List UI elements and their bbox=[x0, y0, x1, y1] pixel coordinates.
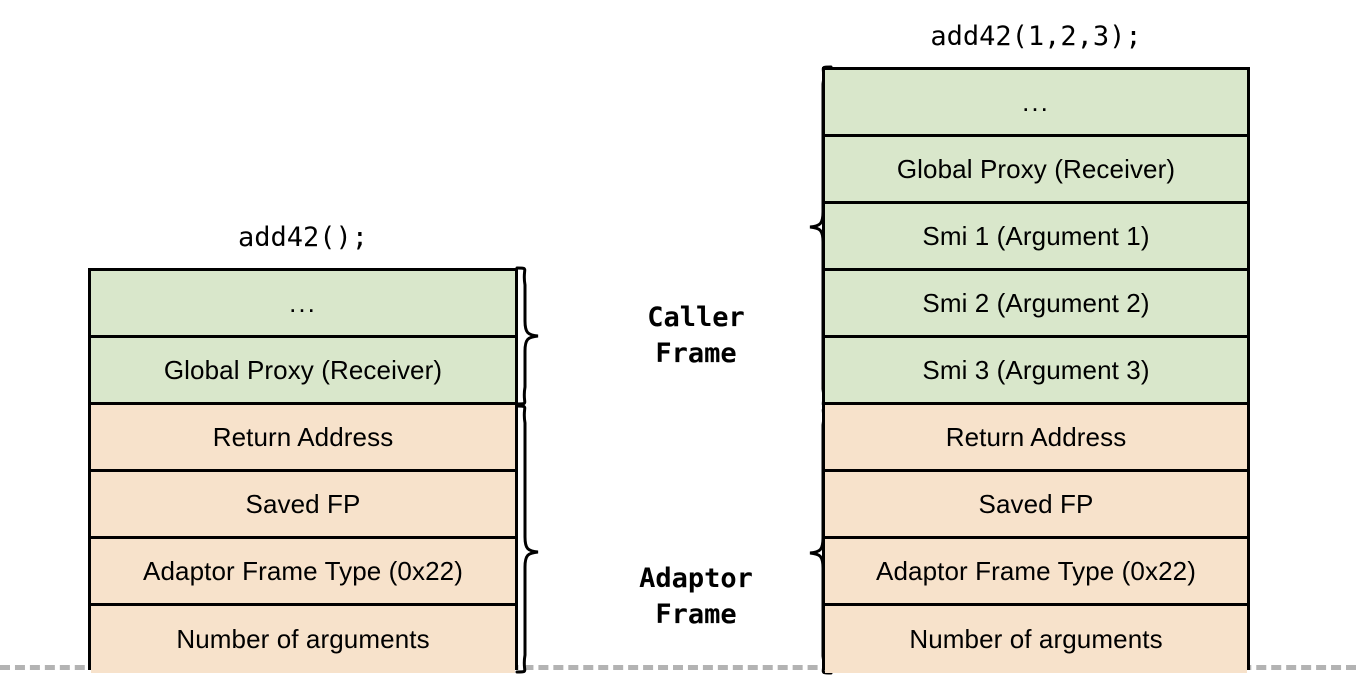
caller-frame-label: Caller Frame bbox=[647, 302, 745, 369]
right-stack-slot-row: Number of arguments bbox=[825, 606, 1247, 673]
left-stack-braces bbox=[515, 266, 539, 674]
left-stack-slot-row: Adaptor Frame Type (0x22) bbox=[91, 539, 515, 606]
right-stack-slot-row: Smi 1 (Argument 1) bbox=[825, 204, 1247, 271]
left-adaptor-frame-brace bbox=[515, 404, 539, 674]
right-stack-frame-diagram: ...Global Proxy (Receiver)Smi 1 (Argumen… bbox=[822, 67, 1250, 673]
left-stack-slot-row: Global Proxy (Receiver) bbox=[91, 338, 515, 405]
left-stack-call-title: add42(); bbox=[237, 222, 369, 253]
left-stack-slot-row: Saved FP bbox=[91, 472, 515, 539]
right-stack-slot-row: Saved FP bbox=[825, 472, 1247, 539]
right-stack-slot-row: Adaptor Frame Type (0x22) bbox=[825, 539, 1247, 606]
right-stack-slot-row: Smi 3 (Argument 3) bbox=[825, 338, 1247, 405]
right-stack-slot-row: ... bbox=[825, 70, 1247, 137]
right-stack-call-title: add42(1,2,3); bbox=[930, 21, 1142, 52]
right-stack-slot-row: Return Address bbox=[825, 405, 1247, 472]
right-stack-slot-row: Smi 2 (Argument 2) bbox=[825, 271, 1247, 338]
left-stack-frame-diagram: ...Global Proxy (Receiver)Return Address… bbox=[88, 268, 518, 673]
left-stack-slot-row: Number of arguments bbox=[91, 606, 515, 673]
stack-baseline-divider bbox=[0, 665, 1356, 670]
left-caller-frame-brace bbox=[515, 266, 539, 406]
right-stack-slot-row: Global Proxy (Receiver) bbox=[825, 137, 1247, 204]
adaptor-frame-label: Adaptor Frame bbox=[639, 563, 753, 630]
left-stack-slot-row: Return Address bbox=[91, 405, 515, 472]
left-stack-slot-row: ... bbox=[91, 271, 515, 338]
